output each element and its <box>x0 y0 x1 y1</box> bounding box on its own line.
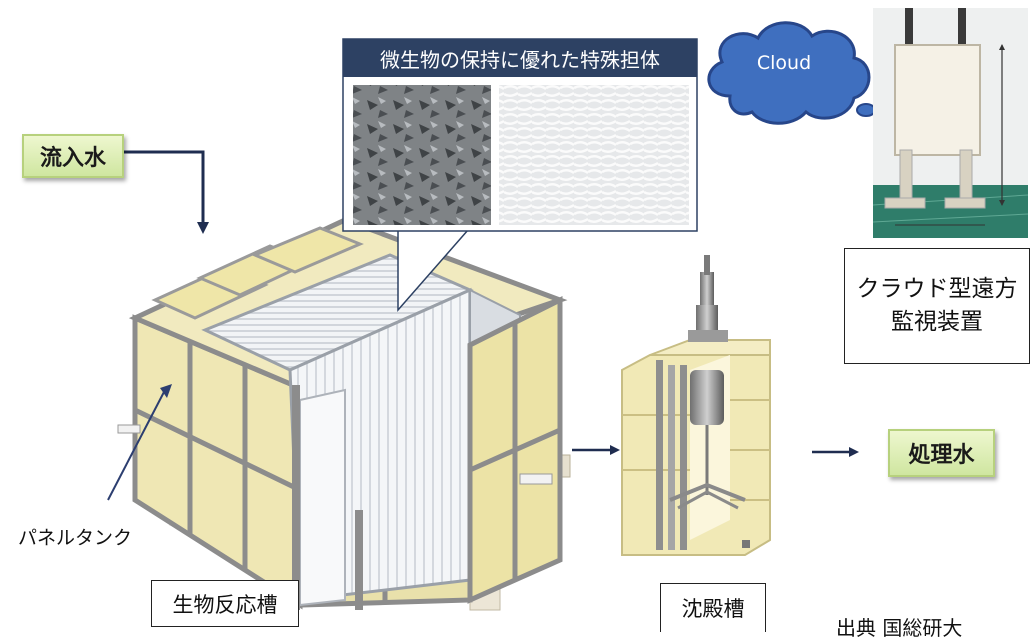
settling-tank-label: 沈殿槽 <box>660 583 766 632</box>
monitoring-device-photo <box>872 8 1029 238</box>
monitor-caption-line1: クラウド型遠方 <box>856 275 1018 302</box>
settling-tank-illustration <box>621 255 771 556</box>
inflow-pipe-line <box>124 150 205 226</box>
cloud-icon <box>707 21 888 129</box>
panel-tank-pointer <box>107 389 166 501</box>
treated-water-label: 処理水 <box>888 429 995 477</box>
bio-tank-illustration <box>117 217 571 611</box>
source-caption: 出典 国総研大 <box>836 616 963 640</box>
monitor-caption-line2: 監視装置 <box>891 309 983 335</box>
inflow-label: 流入水 <box>22 134 124 178</box>
cloud-label: Cloud <box>756 52 812 74</box>
monitor-caption: クラウド型遠方 監視装置 <box>844 248 1030 364</box>
carrier-photo-dark <box>353 85 491 225</box>
panel-tank-label: パネルタンク <box>18 527 133 549</box>
carrier-photo-fleece <box>499 85 689 225</box>
bio-tank-label: 生物反応槽 <box>151 580 299 627</box>
carrier-callout-title: 微生物の保持に優れた特殊担体 <box>343 39 697 77</box>
inflow-arrow-head <box>197 222 209 234</box>
